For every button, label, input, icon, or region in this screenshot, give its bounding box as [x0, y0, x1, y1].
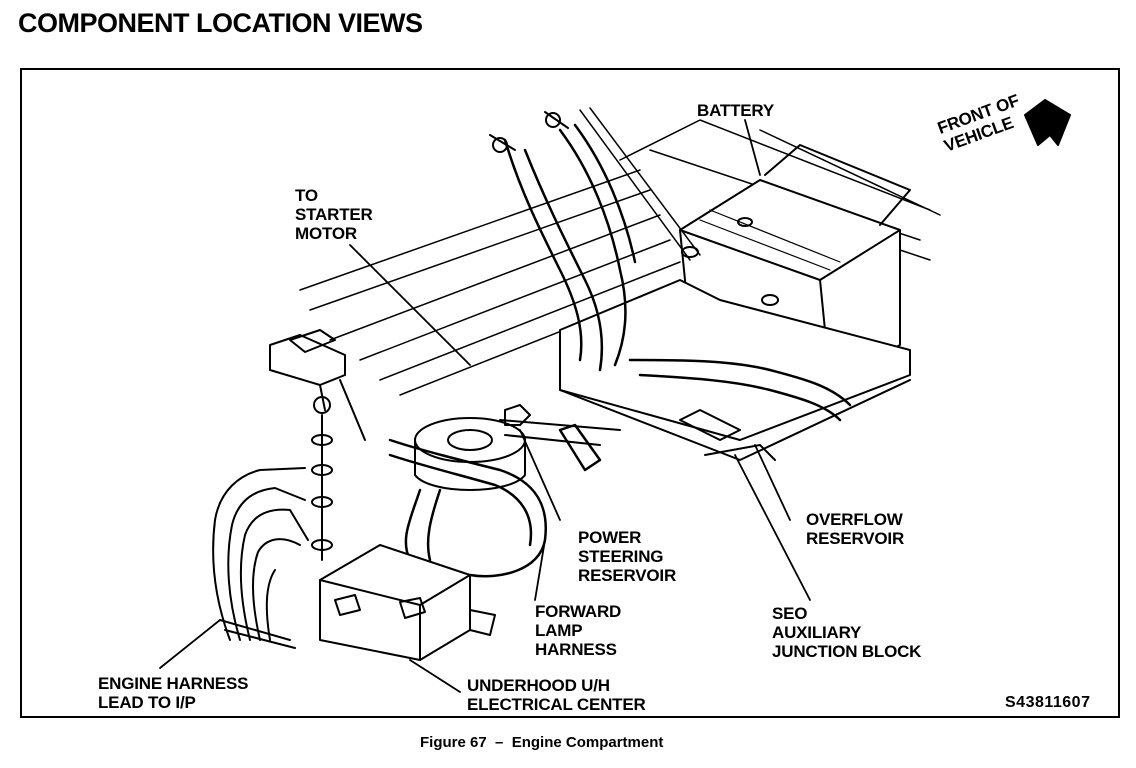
label-battery: BATTERY — [697, 101, 774, 120]
label-engine-harness-lead: ENGINE HARNESS LEAD TO I/P — [98, 674, 249, 712]
figure-frame — [20, 68, 1120, 718]
label-underhood-electrical-center: UNDERHOOD U/H ELECTRICAL CENTER — [467, 676, 646, 714]
page-title: COMPONENT LOCATION VIEWS — [18, 8, 423, 38]
relay-bracket — [269, 329, 366, 561]
label-overflow-reservoir: OVERFLOW RESERVOIR — [806, 510, 905, 548]
front-of-vehicle-arrow-icon — [1024, 99, 1071, 146]
cable-terminals — [489, 111, 569, 153]
battery-clamp-lines — [579, 107, 701, 261]
figure-code: S43811607 — [1005, 694, 1091, 711]
battery-cables — [503, 123, 852, 422]
label-to-starter-motor: TO STARTER MOTOR — [295, 186, 373, 243]
label-forward-lamp-harness: FORWARD LAMP HARNESS — [535, 602, 622, 659]
battery-tray — [559, 279, 911, 461]
label-power-steering-reservoir: POWER STEERING RESERVOIR — [578, 528, 677, 585]
underhood-electrical-center — [319, 544, 496, 661]
leader-lines — [159, 119, 811, 693]
frame-rail-lines — [299, 169, 691, 396]
label-seo-auxiliary-junction-block: SEO AUXILIARY JUNCTION BLOCK — [772, 604, 922, 661]
power-steering-reservoir — [414, 404, 621, 491]
engine-harness-wires — [212, 467, 309, 649]
figure-caption: Figure 67 – Engine Compartment — [420, 734, 664, 751]
